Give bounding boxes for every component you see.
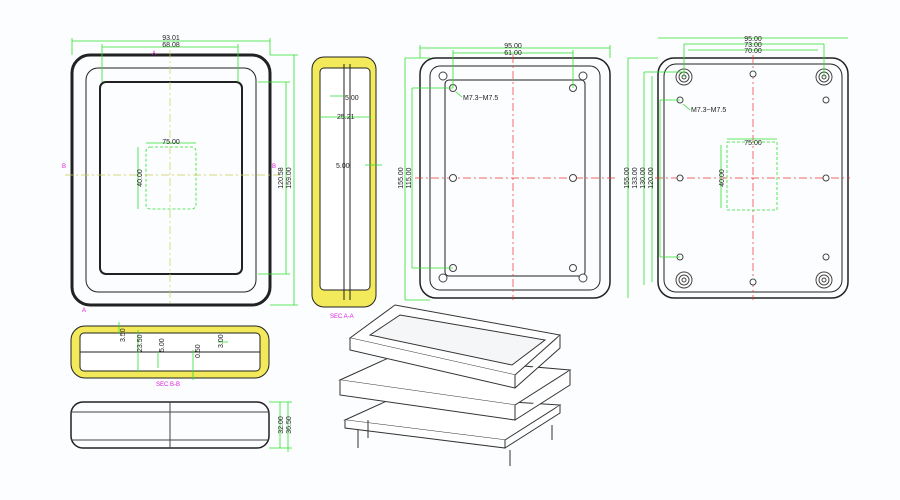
exploded-isometric-view (338, 304, 572, 466)
dim-back-window-height: 40.00 (719, 169, 726, 187)
dim-height-outer: 159.00 (286, 167, 293, 189)
section-bb-label: SEC B-B (156, 382, 180, 388)
dim-bb-2: 23.50 (137, 334, 144, 352)
screw-callout-back: M7.3~M7.5 (691, 107, 726, 114)
dim-window-height: 40.00 (137, 169, 144, 187)
back-view: 95.00 73.00 70.00 M7.3~M7.5 75.00 40.00 … (624, 36, 850, 300)
dim-hole-height: 115.00 (406, 167, 413, 188)
front-view: 93.01 68.08 75.00 40.00 120.58 159.00 A … (62, 35, 298, 314)
section-b-b: 3.50 23.50 5.00 0.50 3.00 SEC B-B (70, 322, 270, 388)
dim-back-h4: 120.00 (648, 167, 655, 189)
dim-bb-4: 0.50 (195, 344, 202, 358)
dim-back-w3: 70.00 (744, 48, 762, 55)
dim-inner-width: 95.00 (504, 43, 522, 50)
dim-back-h2: 133.00 (632, 167, 639, 189)
dim-window-width: 75.00 (162, 139, 180, 146)
dim-hole-span: 61.00 (504, 50, 522, 57)
section-marker-b-right: B (272, 164, 276, 170)
dim-aa-low: 5.00 (336, 163, 350, 170)
dim-width-inner: 68.08 (162, 42, 180, 49)
dim-back-width: 95.00 (744, 36, 762, 43)
section-aa-label: SEC A-A (330, 314, 354, 320)
dim-aa-mid: 25.21 (337, 114, 355, 121)
dim-bb-5: 3.00 (218, 334, 225, 348)
inner-view: 95.00 61.00 M7.3~M7.5 155.00 115.00 (398, 43, 615, 301)
dim-side-outer: 36.50 (286, 416, 293, 434)
dim-width-outer: 93.01 (162, 35, 180, 42)
dim-side-inner: 32.00 (278, 416, 285, 434)
dim-inner-height: 155.00 (398, 167, 405, 189)
dim-back-h1: 155.00 (624, 167, 631, 189)
dim-back-window-width: 75.00 (744, 140, 762, 147)
section-marker-b-left: B (62, 164, 66, 170)
section-marker-a-top: A (152, 51, 156, 57)
dim-bb-1: 3.50 (120, 328, 127, 342)
dim-aa-top: 5.00 (345, 95, 359, 102)
side-view: 32.00 36.50 (70, 401, 293, 452)
dim-bb-3: 5.00 (159, 338, 166, 352)
screw-callout-inner: M7.3~M7.5 (463, 95, 498, 102)
dim-height-inner: 120.58 (278, 167, 285, 189)
dim-back-h3: 130.00 (640, 167, 647, 189)
dim-back-w2: 73.00 (744, 42, 762, 49)
section-a-a: 5.00 25.21 5.00 SEC A-A (311, 56, 382, 320)
section-marker-a-bottom: A (82, 308, 86, 314)
